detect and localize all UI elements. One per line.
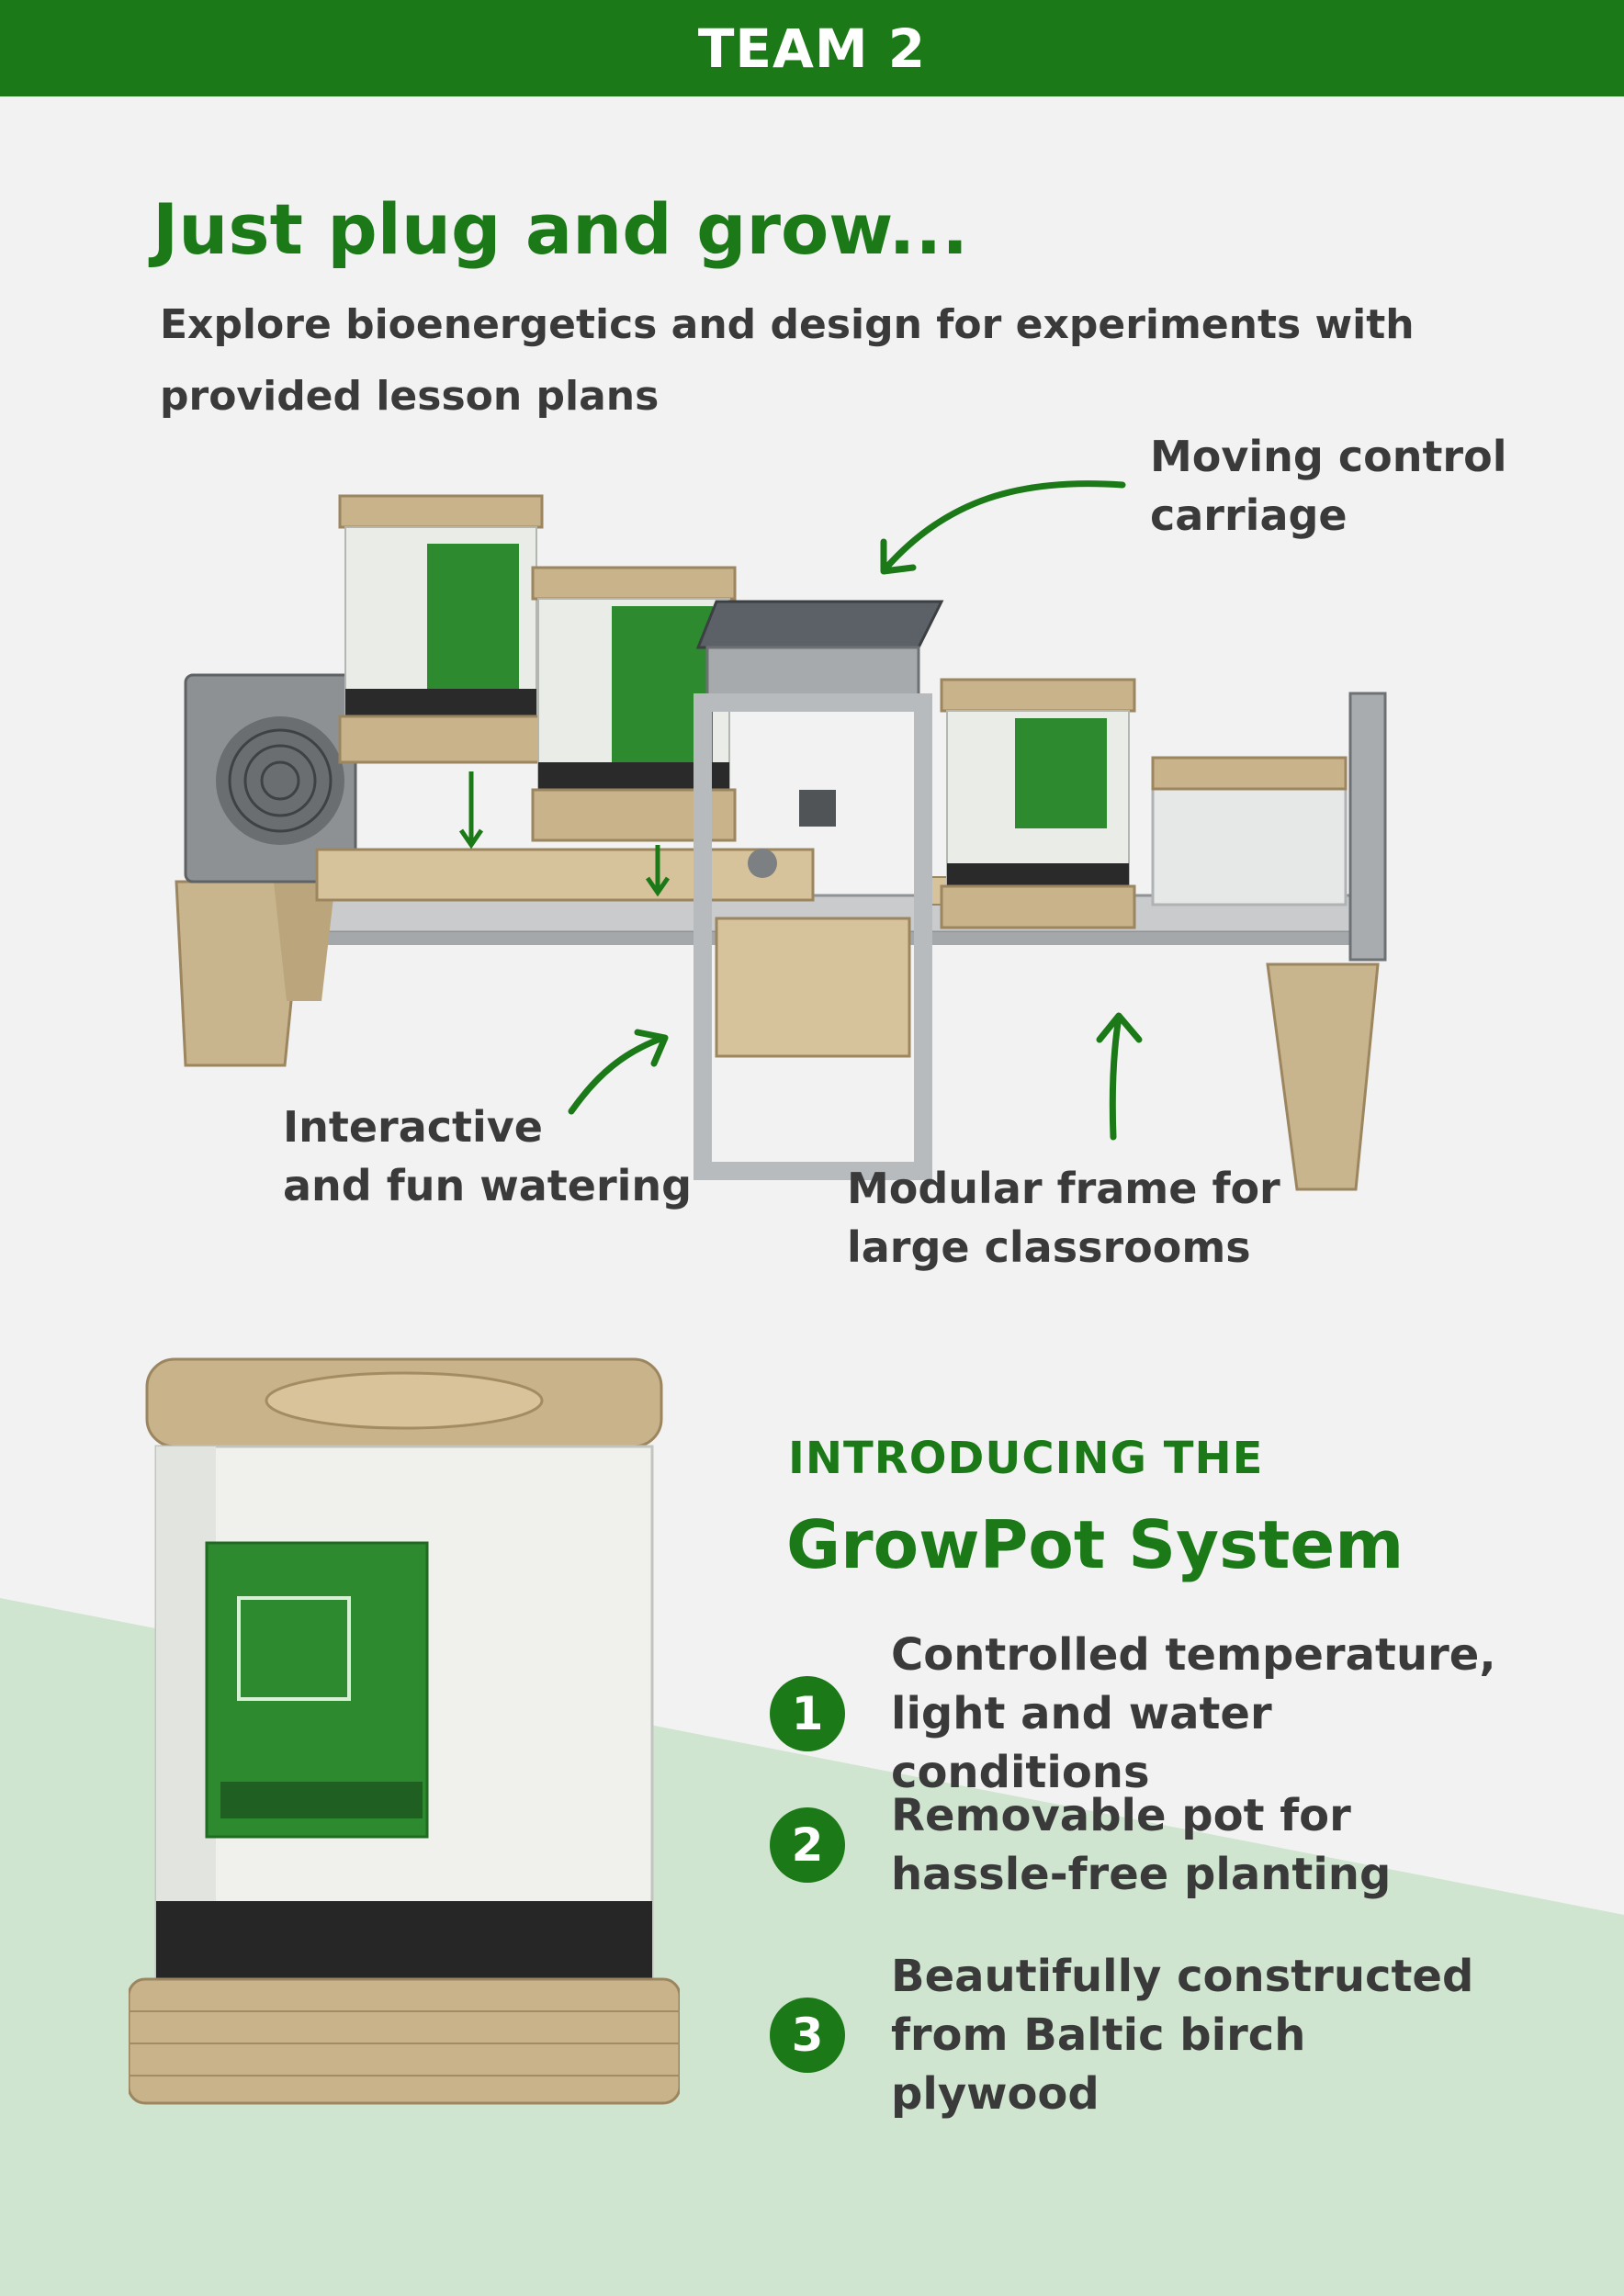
carriage-arrow-icon [883, 480, 1126, 571]
feature-text: Removable pot for hassle-free planting [891, 1790, 1392, 1900]
callout-watering: Interactive and fun watering [283, 1102, 693, 1210]
product-name: GrowPot System [786, 1506, 1404, 1583]
end-plate [1348, 692, 1387, 962]
callout-modular-frame: Modular frame for large classrooms [847, 1164, 1280, 1272]
team-title: TEAM 2 [697, 17, 927, 80]
subhead: Explore bioenergetics and design for exp… [160, 301, 1415, 420]
frame-arrow-icon [1109, 1014, 1122, 1141]
feature-text: Beautifully constructed from Baltic birc… [891, 1951, 1474, 2120]
feature-item-3: 3 Beautifully constructed from Baltic bi… [770, 1947, 1516, 2123]
callout-moving-carriage: Moving control carriage [1150, 432, 1507, 540]
intro-label: INTRODUCING THE [788, 1433, 1264, 1484]
down-arrow-icon [645, 845, 671, 897]
number-badge: 3 [770, 1998, 845, 2073]
down-arrow-icon [458, 771, 484, 850]
right-wood-leg [1266, 962, 1380, 1191]
team-header: TEAM 2 [0, 0, 1624, 96]
number-badge: 1 [770, 1676, 845, 1751]
callout-arrows [568, 480, 1143, 1141]
feature-item-2: 2 Removable pot for hassle-free planting [770, 1786, 1516, 1904]
feature-item-1: 1 Controlled temperature, light and wate… [770, 1626, 1516, 1802]
watering-arrow-icon [568, 1034, 667, 1115]
growpot-closeup-illustration [129, 1357, 680, 2105]
growpot-unit-3 [940, 678, 1136, 929]
headline: Just plug and grow... [152, 188, 969, 270]
growpot-unit-1 [338, 494, 544, 764]
number-badge: 2 [770, 1807, 845, 1883]
feature-text: Controlled temperature, light and water … [891, 1629, 1496, 1798]
control-carriage [694, 600, 944, 1180]
growpot-frame-illustration [175, 494, 1387, 1191]
